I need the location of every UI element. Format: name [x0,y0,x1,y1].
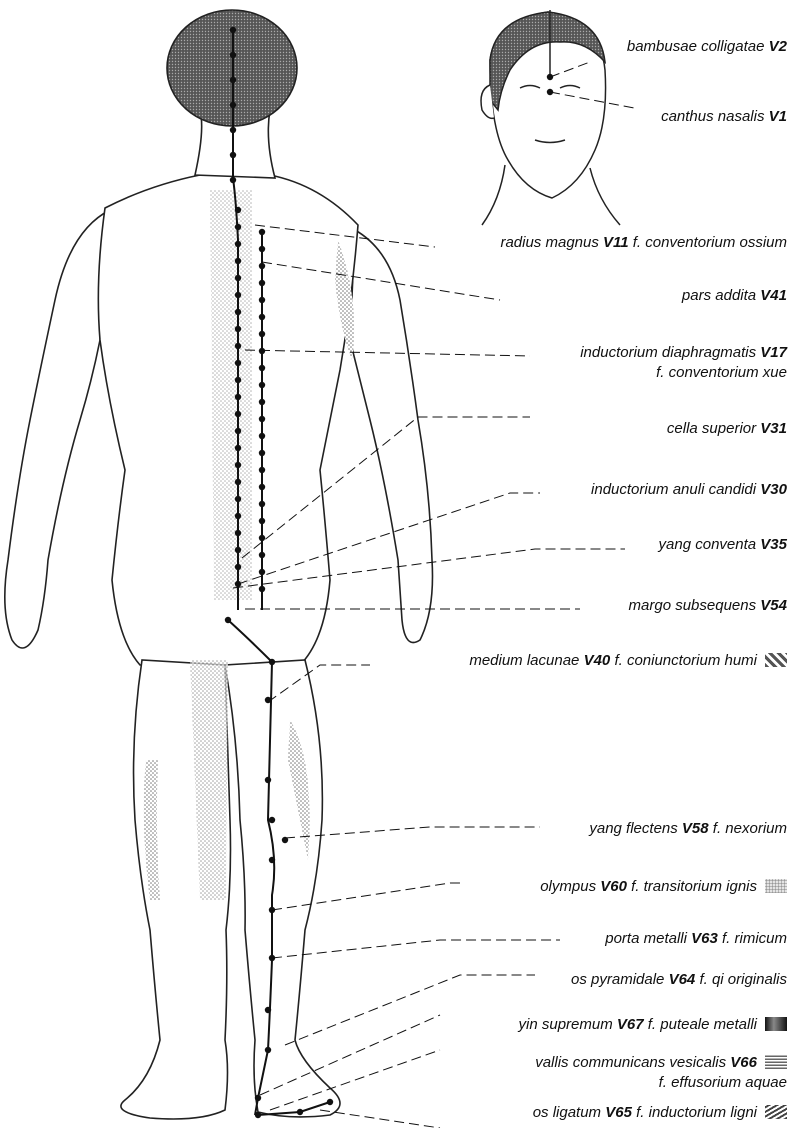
acupoint-dot [259,314,265,320]
right-arm [350,230,433,643]
acupoint-dot [259,433,265,439]
left-arm [5,210,110,648]
label-v1: canthus nasalis V1 [661,108,787,126]
acupoint-dot [230,152,236,158]
swatch-earth [765,653,787,667]
acupoint-dot [265,1047,271,1053]
acupoint-dot [259,348,265,354]
acupoint-dot [235,479,241,485]
acupoint-dot [235,513,241,519]
label-v67: yin supremum V67 f. puteale metalli [519,1016,787,1034]
acupoint-dot [230,177,236,183]
label-v65: os ligatum V65 f. inductorium ligni [533,1104,787,1122]
acupoint-dot [259,382,265,388]
label-v58: yang flectens V58 f. nexorium [589,820,787,838]
acupoint-dot [269,857,275,863]
acupoint-dot [230,102,236,108]
label-v40: medium lacunae V40 f. coniunctorium humi [469,652,787,670]
label-v17-extra: f. conventorium xue [656,364,787,381]
label-v54: margo subsequens V54 [629,597,787,615]
acupoint-dot [265,777,271,783]
acupoint-dot [255,1095,261,1101]
right-leg [225,660,340,1117]
acupoint-dot [259,416,265,422]
acupoint-dot [235,496,241,502]
acupoint-dot [297,1109,303,1115]
acupoint-dot [235,445,241,451]
label-v64: os pyramidale V64 f. qi originalis [571,971,787,989]
swatch-fire [765,879,787,893]
acupoint-dot [259,365,265,371]
acupoint-dot [235,564,241,570]
label-v60: olympus V60 f. transitorium ignis [540,878,787,896]
acupoint-dot [327,1099,333,1105]
acupoint-dot [259,518,265,524]
acupoint-dot [259,586,265,592]
acupoint-dot [265,1007,271,1013]
acupoint-dot [259,484,265,490]
acupoint-dot [230,77,236,83]
acupoint-dot [235,309,241,315]
label-v41: pars addita V41 [682,287,787,305]
acupoint-dot [259,399,265,405]
acupoint-dot [259,246,265,252]
acupoint-dot [259,280,265,286]
label-v2: bambusae colligatae V2 [627,38,787,56]
acupoint-dot [235,343,241,349]
acupoint-dot [235,547,241,553]
swatch-water [765,1055,787,1069]
acupoint-dot [235,462,241,468]
acupoint-dot [235,530,241,536]
label-v11: radius magnus V11 f. conventorium ossium [500,234,787,252]
label-v66: vallis communicans vesicalis V66 [535,1054,787,1072]
acupoint-dot [235,326,241,332]
acupoint-dot [235,292,241,298]
swatch-metal [765,1017,787,1031]
acupoint-dot [259,501,265,507]
acupoint-dot [259,331,265,337]
acupoint-dot [225,617,231,623]
swatch-wood [765,1105,787,1119]
acupoint-dot [269,659,275,665]
acupoint-dot [235,428,241,434]
acupoint-dot [235,377,241,383]
acupoint-dot [235,394,241,400]
acupoint-dot [259,552,265,558]
acupoint-dot [235,207,241,213]
acupoint-dot [235,224,241,230]
acupoint-dot [230,27,236,33]
acupoint-dot [269,817,275,823]
label-v63: porta metalli V63 f. rimicum [605,930,787,948]
acupoint-dot [235,241,241,247]
acupoint-dot [259,297,265,303]
acupoint-dot [235,258,241,264]
acupoint-dot [259,535,265,541]
acupoint-dot [259,467,265,473]
acupoint-dot [259,229,265,235]
face-inset [481,10,620,225]
acupoint-dot [230,52,236,58]
acupoint-dot [235,275,241,281]
label-v35: yang conventa V35 [659,536,787,554]
acupoint-dot [255,1112,261,1118]
label-v31: cella superior V31 [667,420,787,438]
acupoint-dot [230,127,236,133]
acupoint-dot [235,411,241,417]
acupoint-dot [259,569,265,575]
acupoint-dot [235,360,241,366]
label-v17: inductorium diaphragmatis V17 [580,344,787,362]
acupoint-dot [259,450,265,456]
label-v30: inductorium anuli candidi V30 [591,481,787,499]
acupoint-dot [259,263,265,269]
label-v66-extra: f. effusorium aquae [659,1074,787,1091]
